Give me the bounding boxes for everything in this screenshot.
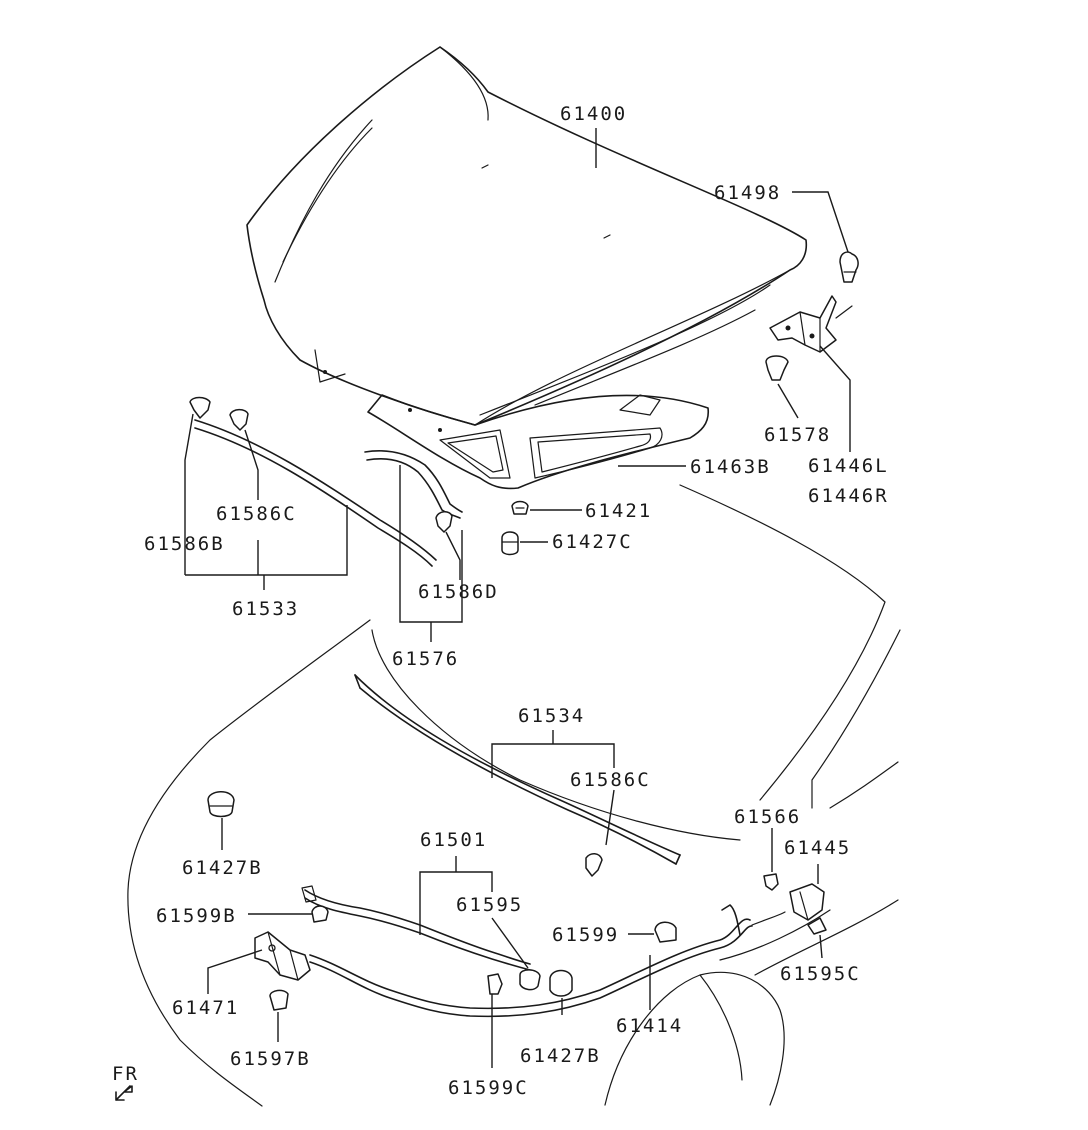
label-61446R: 61446R xyxy=(808,485,889,507)
label-fr: FR xyxy=(112,1063,139,1085)
clip-61595C xyxy=(807,917,827,935)
part-labels: 61400 61498 61578 61446L 61446R 61463B 6… xyxy=(112,103,889,1099)
clip-61421 xyxy=(511,500,529,515)
label-61595: 61595 xyxy=(456,894,523,916)
weatherstrip-61533 xyxy=(194,419,437,567)
label-61586C-top: 61586C xyxy=(216,503,297,525)
weatherstrip-61534 xyxy=(354,674,681,865)
striker-61597B xyxy=(269,989,289,1011)
label-61498: 61498 xyxy=(714,182,781,204)
label-61599B: 61599B xyxy=(156,905,237,927)
label-61427B-bottom: 61427B xyxy=(520,1045,601,1067)
clip-61586D xyxy=(435,511,453,533)
label-61427B-left: 61427B xyxy=(182,857,263,879)
label-61533: 61533 xyxy=(232,598,299,620)
label-61534: 61534 xyxy=(518,705,585,727)
clip-61586C-mid xyxy=(585,853,603,877)
hood-panel xyxy=(246,46,808,426)
label-61463B: 61463B xyxy=(690,456,771,478)
label-61400: 61400 xyxy=(560,103,627,125)
label-61597B: 61597B xyxy=(230,1048,311,1070)
label-61501: 61501 xyxy=(420,829,487,851)
body-outline xyxy=(127,484,901,1107)
label-61471: 61471 xyxy=(172,997,239,1019)
bumper-61427C xyxy=(501,531,519,556)
label-61566: 61566 xyxy=(734,806,801,828)
label-61586D: 61586D xyxy=(418,581,499,603)
label-61427C: 61427C xyxy=(552,531,633,553)
label-61446L: 61446L xyxy=(808,455,889,477)
label-61414: 61414 xyxy=(616,1015,683,1037)
bumper-61427B-left xyxy=(207,791,235,818)
label-61445: 61445 xyxy=(784,837,851,859)
lock-61445 xyxy=(789,883,825,921)
clip-61586C-top xyxy=(229,408,249,431)
label-61599: 61599 xyxy=(552,924,619,946)
label-61578: 61578 xyxy=(764,424,831,446)
clip-61586B xyxy=(189,396,211,419)
label-61586C-mid: 61586C xyxy=(570,769,651,791)
label-61595C: 61595C xyxy=(780,963,861,985)
latch-61471 xyxy=(254,931,311,981)
clip-61599C xyxy=(487,973,503,995)
clip-61599B xyxy=(311,905,329,923)
label-61576: 61576 xyxy=(392,648,459,670)
label-61599C: 61599C xyxy=(448,1077,529,1099)
hood-hinge-61446 xyxy=(769,295,853,353)
hood-bumper-61498 xyxy=(839,251,859,283)
hood-inner-panel xyxy=(367,394,710,490)
label-61421: 61421 xyxy=(585,500,652,522)
clip-61599 xyxy=(654,921,677,943)
leader-lines xyxy=(184,128,851,1068)
bumper-61427B-bottom xyxy=(549,969,573,997)
label-61586B: 61586B xyxy=(144,533,225,555)
clip-61595 xyxy=(519,969,541,991)
front-direction-arrow-icon xyxy=(115,1085,133,1101)
release-cable-61414 xyxy=(309,904,786,1018)
clip-61578 xyxy=(765,355,789,381)
bolt-61566 xyxy=(763,873,779,891)
